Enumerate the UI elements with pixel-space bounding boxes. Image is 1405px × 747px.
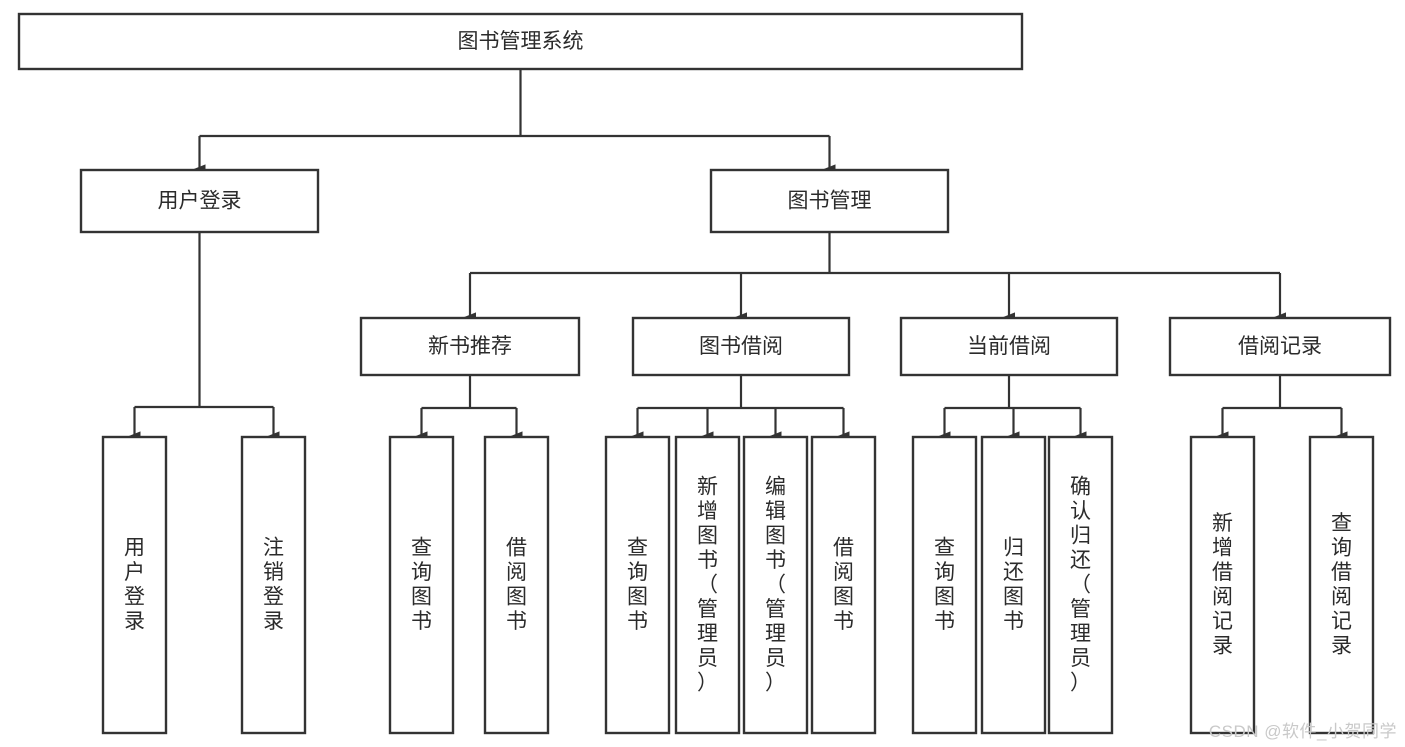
node-new-book-recommend-label: 新书推荐	[428, 335, 512, 358]
node-leaf-edit-book-label: 编辑图书（管理员）	[765, 475, 786, 694]
node-leaf-user-logout-label: 注销登录	[263, 537, 284, 634]
node-root-system[interactable]: 图书管理系统	[17, 12, 1024, 71]
node-layer: 图书管理系统用户登录图书管理新书推荐图书借阅当前借阅借阅记录用户登录注销登录查询…	[17, 12, 1392, 735]
node-borrow-record-box[interactable]	[1168, 316, 1392, 377]
node-leaf-borrow-book-1-label: 借阅图书	[506, 537, 527, 634]
node-leaf-confirm-return-box[interactable]	[1047, 435, 1114, 735]
node-leaf-query-record-label: 查询借阅记录	[1331, 512, 1352, 658]
node-leaf-add-record-box[interactable]	[1189, 435, 1256, 735]
node-leaf-query-book-3-label: 查询图书	[934, 537, 955, 634]
node-leaf-query-book-2[interactable]: 查询图书	[604, 435, 671, 735]
node-borrow-record[interactable]: 借阅记录	[1168, 316, 1392, 377]
node-current-borrow-label: 当前借阅	[967, 335, 1051, 358]
node-leaf-query-book-1[interactable]: 查询图书	[388, 435, 455, 735]
node-leaf-query-book-1-label: 查询图书	[411, 537, 432, 634]
node-leaf-user-logout[interactable]: 注销登录	[240, 435, 307, 735]
node-leaf-add-book-box[interactable]	[674, 435, 741, 735]
node-leaf-edit-book[interactable]: 编辑图书（管理员）	[742, 435, 809, 735]
node-leaf-user-logout-box[interactable]	[240, 435, 307, 735]
node-book-management-label: 图书管理	[788, 190, 872, 213]
node-root-system-label: 图书管理系统	[458, 30, 584, 53]
node-leaf-borrow-book-1[interactable]: 借阅图书	[483, 435, 550, 735]
node-leaf-query-book-3[interactable]: 查询图书	[911, 435, 978, 735]
node-leaf-add-record[interactable]: 新增借阅记录	[1189, 435, 1256, 735]
node-user-login-label: 用户登录	[158, 190, 242, 213]
node-leaf-return-book[interactable]: 归还图书	[980, 435, 1047, 735]
node-user-login-box[interactable]	[79, 168, 320, 234]
node-leaf-query-record[interactable]: 查询借阅记录	[1308, 435, 1375, 735]
node-root-system-box[interactable]	[17, 12, 1024, 71]
node-leaf-confirm-return-label: 确认归还（管理员）	[1070, 475, 1091, 694]
node-new-book-recommend-box[interactable]	[359, 316, 581, 377]
node-leaf-query-record-box[interactable]	[1308, 435, 1375, 735]
node-book-management[interactable]: 图书管理	[709, 168, 950, 234]
node-book-borrow-label: 图书借阅	[699, 335, 783, 358]
node-leaf-return-book-label: 归还图书	[1003, 537, 1024, 634]
node-leaf-borrow-book-2-label: 借阅图书	[833, 537, 854, 634]
node-borrow-record-label: 借阅记录	[1238, 335, 1322, 358]
node-book-borrow[interactable]: 图书借阅	[631, 316, 851, 377]
node-leaf-edit-book-box[interactable]	[742, 435, 809, 735]
node-leaf-add-record-label: 新增借阅记录	[1212, 512, 1233, 658]
node-leaf-return-book-box[interactable]	[980, 435, 1047, 735]
node-leaf-query-book-1-box[interactable]	[388, 435, 455, 735]
node-leaf-query-book-2-box[interactable]	[604, 435, 671, 735]
csdn-watermark: CSDN @软件_小贺同学	[1208, 722, 1397, 741]
node-leaf-borrow-book-2-box[interactable]	[810, 435, 877, 735]
node-leaf-add-book[interactable]: 新增图书（管理员）	[674, 435, 741, 735]
node-leaf-add-book-label: 新增图书（管理员）	[697, 475, 718, 694]
node-book-borrow-box[interactable]	[631, 316, 851, 377]
node-leaf-query-book-2-label: 查询图书	[627, 537, 648, 634]
node-leaf-user-login-box[interactable]	[101, 435, 168, 735]
node-leaf-query-book-3-box[interactable]	[911, 435, 978, 735]
node-current-borrow-box[interactable]	[899, 316, 1119, 377]
node-leaf-borrow-book-2[interactable]: 借阅图书	[810, 435, 877, 735]
node-current-borrow[interactable]: 当前借阅	[899, 316, 1119, 377]
node-leaf-user-login-label: 用户登录	[124, 537, 145, 634]
connector-layer	[128, 69, 1348, 441]
node-book-management-box[interactable]	[709, 168, 950, 234]
node-new-book-recommend[interactable]: 新书推荐	[359, 316, 581, 377]
node-user-login[interactable]: 用户登录	[79, 168, 320, 234]
node-leaf-confirm-return[interactable]: 确认归还（管理员）	[1047, 435, 1114, 735]
node-leaf-user-login[interactable]: 用户登录	[101, 435, 168, 735]
node-leaf-borrow-book-1-box[interactable]	[483, 435, 550, 735]
